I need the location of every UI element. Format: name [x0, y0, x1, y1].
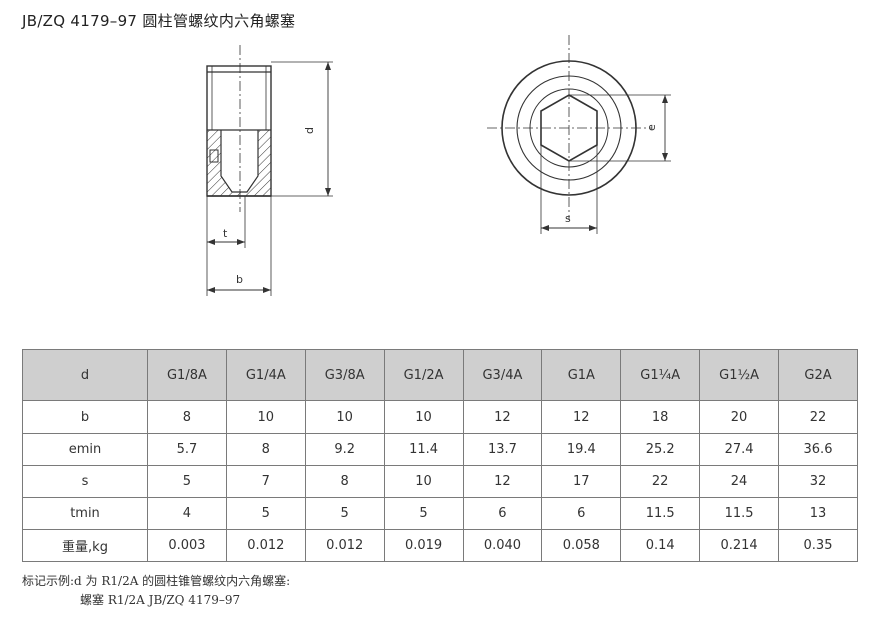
table-cell: 22 [620, 465, 701, 498]
table-cell: 18 [620, 400, 701, 434]
note-line-2: 螺塞 R1/2A JB/ZQ 4179–97 [80, 593, 241, 607]
table-header-row: d G1/8A G1/4A G3/8A G1/2A G3/4A G1A G1¼A… [22, 349, 858, 401]
column-header: G3/4A [462, 349, 543, 401]
table-cell: 5 [304, 497, 385, 530]
row-label: s [22, 465, 148, 498]
technical-drawing: d t b e s [206, 35, 671, 296]
table-cell: 5 [147, 465, 227, 498]
table-cell: 17 [541, 465, 622, 498]
table-cell: 12 [462, 400, 543, 434]
table-cell: 12 [541, 400, 622, 434]
table-cell: 32 [778, 465, 858, 498]
row-label: emin [22, 433, 148, 466]
table-cell: 6 [541, 497, 622, 530]
table-cell: 24 [699, 465, 779, 498]
table-cell: 6 [462, 497, 543, 530]
table-cell: 8 [147, 400, 227, 434]
document-title: JB/ZQ 4179–97 圆柱管螺纹内六角螺塞 [22, 12, 296, 30]
table-cell: 10 [225, 400, 306, 434]
table-cell: 20 [699, 400, 779, 434]
column-header: d [22, 349, 148, 401]
table-cell: 0.040 [462, 529, 543, 562]
table-cell: 0.003 [147, 529, 227, 562]
table-cell: 11.5 [620, 497, 701, 530]
marking-example-note: 标记示例:d 为 R1/2A 的圆柱锥管螺纹内六角螺塞: 螺塞 R1/2A JB… [22, 572, 290, 610]
table-cell: 7 [225, 465, 306, 498]
table-cell: 9.2 [304, 433, 385, 466]
row-label: b [22, 400, 148, 434]
column-header: G1¼A [620, 349, 701, 401]
row-label: 重量,kg [22, 529, 148, 562]
table-cell: 0.019 [383, 529, 464, 562]
column-header: G2A [778, 349, 858, 401]
table-cell: 0.214 [699, 529, 779, 562]
dim-d-label: d [303, 127, 316, 134]
column-header: G1/2A [383, 349, 464, 401]
table-cell: 11.5 [699, 497, 779, 530]
dim-s-label: s [565, 212, 571, 225]
table-cell: 8 [225, 433, 306, 466]
table-cell: 8 [304, 465, 385, 498]
table-cell: 10 [304, 400, 385, 434]
table-cell: 5.7 [147, 433, 227, 466]
table-cell: 4 [147, 497, 227, 530]
column-header: G1/8A [147, 349, 227, 401]
table-cell: 19.4 [541, 433, 622, 466]
table-cell: 25.2 [620, 433, 701, 466]
table-cell: 13.7 [462, 433, 543, 466]
table-cell: 22 [778, 400, 858, 434]
side-view [206, 45, 333, 296]
table-cell: 10 [383, 400, 464, 434]
column-header: G1A [541, 349, 622, 401]
table-cell: 10 [383, 465, 464, 498]
dim-e-label: e [645, 124, 658, 131]
end-view [487, 35, 671, 234]
spec-table: d G1/8A G1/4A G3/8A G1/2A G3/4A G1A G1¼A… [22, 349, 858, 562]
row-label: tmin [22, 497, 148, 530]
table-cell: 13 [778, 497, 858, 530]
table-cell: 5 [383, 497, 464, 530]
table-cell: 0.012 [225, 529, 306, 562]
table-cell: 12 [462, 465, 543, 498]
column-header: G3/8A [304, 349, 385, 401]
table-cell: 36.6 [778, 433, 858, 466]
note-line-1: 标记示例:d 为 R1/2A 的圆柱锥管螺纹内六角螺塞: [22, 574, 291, 588]
column-header: G1½A [699, 349, 779, 401]
table-cell: 5 [225, 497, 306, 530]
table-cell: 0.012 [304, 529, 385, 562]
column-header: G1/4A [225, 349, 306, 401]
table-cell: 11.4 [383, 433, 464, 466]
dim-t-label: t [223, 227, 228, 240]
dim-b-label: b [236, 273, 243, 286]
table-cell: 27.4 [699, 433, 779, 466]
table-cell: 0.14 [620, 529, 701, 562]
table-cell: 0.35 [778, 529, 858, 562]
table-cell: 0.058 [541, 529, 622, 562]
